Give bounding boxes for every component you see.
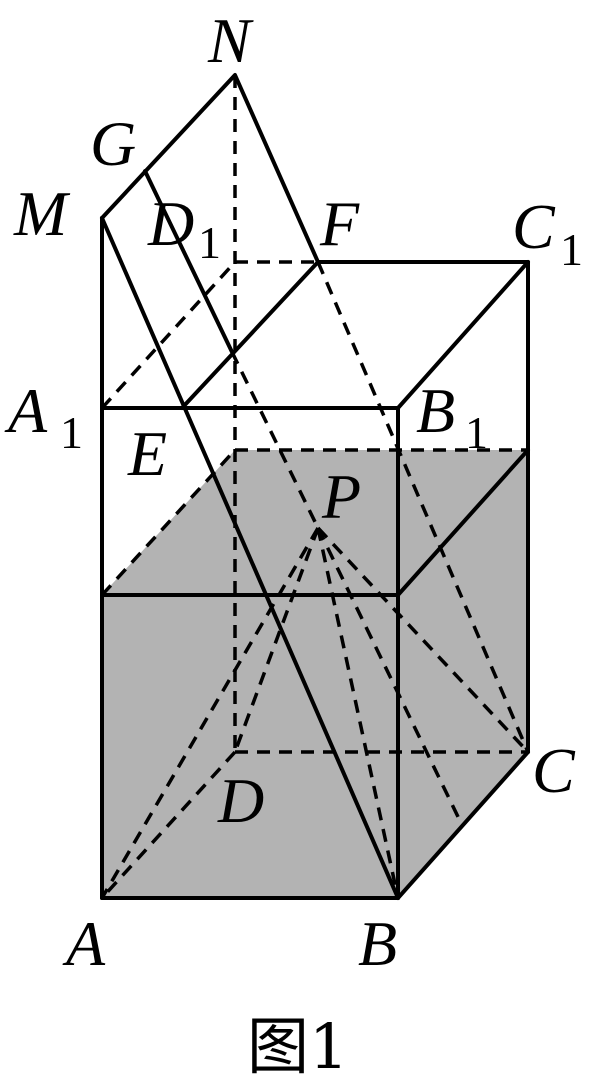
- label-D1: D: [147, 188, 194, 259]
- label-A1-sub: 1: [60, 407, 83, 458]
- shade-front: [102, 595, 398, 898]
- shaded-region: [102, 450, 528, 898]
- label-N: N: [207, 5, 254, 76]
- label-A: A: [62, 908, 106, 979]
- edge-B1-C1: [396, 260, 530, 410]
- edge-water-right: [396, 448, 530, 597]
- label-C: C: [532, 735, 576, 806]
- shade-top: [102, 450, 528, 595]
- label-B1-sub: 1: [465, 407, 488, 458]
- edge-F-C: [316, 261, 530, 753]
- label-E: E: [127, 418, 167, 489]
- label-B1: B: [416, 375, 455, 446]
- edge-P-D: [233, 527, 320, 753]
- edge-G-line: [143, 169, 234, 354]
- label-G: G: [90, 108, 136, 179]
- edge-P-C: [316, 526, 530, 754]
- edge-M-B: [100, 216, 400, 900]
- plane-outline-MNFE: [100, 73, 320, 410]
- figure-caption: 图1: [247, 1010, 348, 1083]
- label-D1-sub: 1: [198, 217, 221, 268]
- edge-P-A: [100, 527, 320, 899]
- visible-edges: [100, 73, 530, 900]
- label-F: F: [319, 188, 360, 259]
- vertex-labels: N G M D 1 F C 1 A 1 B 1 E P C D A B: [4, 5, 583, 979]
- edge-A1-D1: [100, 260, 237, 410]
- edge-G-P: [230, 351, 320, 529]
- label-A1: A: [4, 375, 48, 446]
- edge-D-A: [100, 750, 237, 900]
- label-C1: C: [512, 191, 556, 262]
- label-B: B: [358, 908, 397, 979]
- edge-B-C: [396, 750, 530, 900]
- label-C1-sub: 1: [560, 224, 583, 275]
- label-M: M: [13, 178, 71, 249]
- label-D: D: [217, 765, 264, 836]
- label-P: P: [321, 461, 361, 532]
- edge-P-to-BC: [316, 527, 464, 826]
- edge-P-B: [316, 527, 400, 899]
